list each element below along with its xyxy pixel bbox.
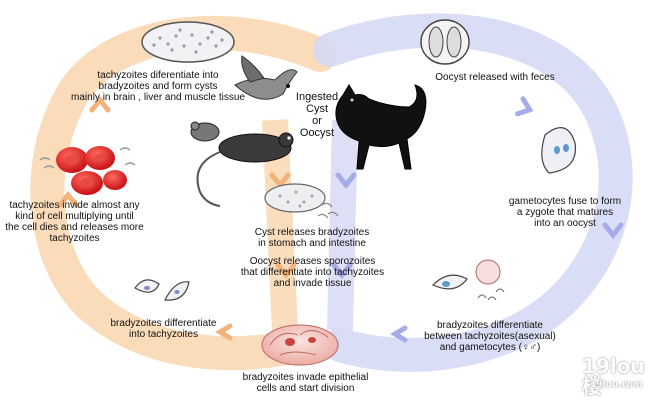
watermark-site: 19lou <box>582 354 645 378</box>
label-cyst-releases: Cyst releases bradyzoites in stomach and… <box>254 227 370 249</box>
chevron-right-bottom <box>390 325 408 343</box>
epithelial-cells-icon <box>261 324 339 366</box>
definitive-cycle-band <box>313 13 633 372</box>
zygote-icon <box>541 127 577 174</box>
chevron-left-bottom <box>215 323 233 341</box>
label-gametocytes-fuse: gametocytes fuse to form a zygote that m… <box>508 196 622 229</box>
bird-icon <box>234 55 298 100</box>
label-tachyzoites-invade-cells: tachyzoites invide almost any kind of ce… <box>5 200 144 244</box>
chevron-center-blue <box>335 172 357 190</box>
gametocytes-icon <box>431 259 505 301</box>
label-oocyst-releases: Oocyst releases sporozoites that differe… <box>240 256 385 289</box>
chevron-left-mid <box>57 190 79 208</box>
chevron-center-orange <box>269 172 291 190</box>
tissue-cyst-icon <box>141 21 235 63</box>
label-bradyzoites-differentiate: bradyzoites differentiate between tachyz… <box>424 320 556 353</box>
watermark-char: 楼 <box>582 374 602 398</box>
label-bradyzoites-to-tachyzoites: bradyzoites differentiate into tachyzoit… <box>110 318 217 340</box>
label-bradyzoites-invade: bradyzoites invade epithelial cells and … <box>242 372 369 394</box>
label-ingested-cyst: Ingested Cyst or Oocyst <box>295 91 339 139</box>
center-blue-band <box>327 119 358 331</box>
center-cyst-icon <box>264 183 339 219</box>
oocyst-icon <box>420 19 470 65</box>
bradyzoites-left-icon <box>134 279 190 301</box>
cat-icon <box>335 84 427 170</box>
watermark-url: 19lou.com <box>590 380 643 390</box>
chevron-center-orange-2 <box>275 262 297 280</box>
chevron-left-top <box>89 95 111 113</box>
chevron-center-blue-2 <box>331 262 353 280</box>
label-oocyst-released: Oocyst released with feces <box>435 72 555 83</box>
chevron-right-mid <box>602 222 624 240</box>
infected-cells-icon <box>39 146 136 195</box>
label-tachyzoites-form-cysts: tachyzoites diferentiate into bradyzoite… <box>71 70 245 103</box>
mouse-icon <box>190 121 294 207</box>
chevron-right-top <box>515 96 534 117</box>
watermark-logo: 19lou楼 <box>582 356 649 396</box>
direction-chevrons <box>57 95 624 343</box>
